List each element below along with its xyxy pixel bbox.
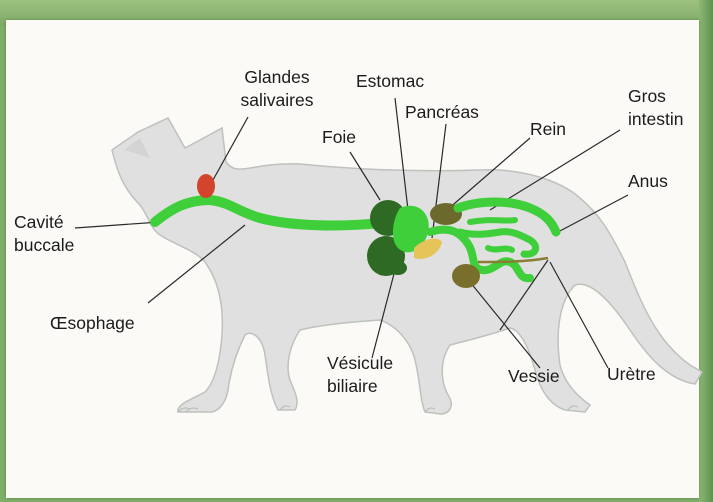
label-vesicule-line2: biliaire [327,375,393,398]
label-gros-intestin: Gros intestin [628,85,683,131]
label-gros-line2: intestin [628,108,683,131]
bladder [452,264,480,288]
label-vesicule-biliaire: Vésicule biliaire [327,352,393,398]
label-glandes-salivaires: Glandes salivaires [226,66,328,112]
label-foie: Foie [322,126,356,149]
label-vessie: Vessie [508,365,560,388]
label-glandes-line2: salivaires [226,89,328,112]
gall-bladder [389,261,407,275]
label-cavite-buccale: Cavité buccale [14,211,74,257]
label-pancreas: Pancréas [405,101,479,124]
label-cavite-line2: buccale [14,234,74,257]
label-rein: Rein [530,118,566,141]
label-estomac: Estomac [356,70,424,93]
label-anus: Anus [628,170,668,193]
salivary-gland [197,174,215,198]
line-cavite [75,222,160,228]
label-vesicule-line1: Vésicule [327,352,393,375]
label-glandes-line1: Glandes [226,66,328,89]
label-uretre: Urètre [607,363,656,386]
label-gros-line1: Gros [628,85,683,108]
label-oesophage: Œsophage [50,312,135,335]
label-cavite-line1: Cavité [14,211,74,234]
